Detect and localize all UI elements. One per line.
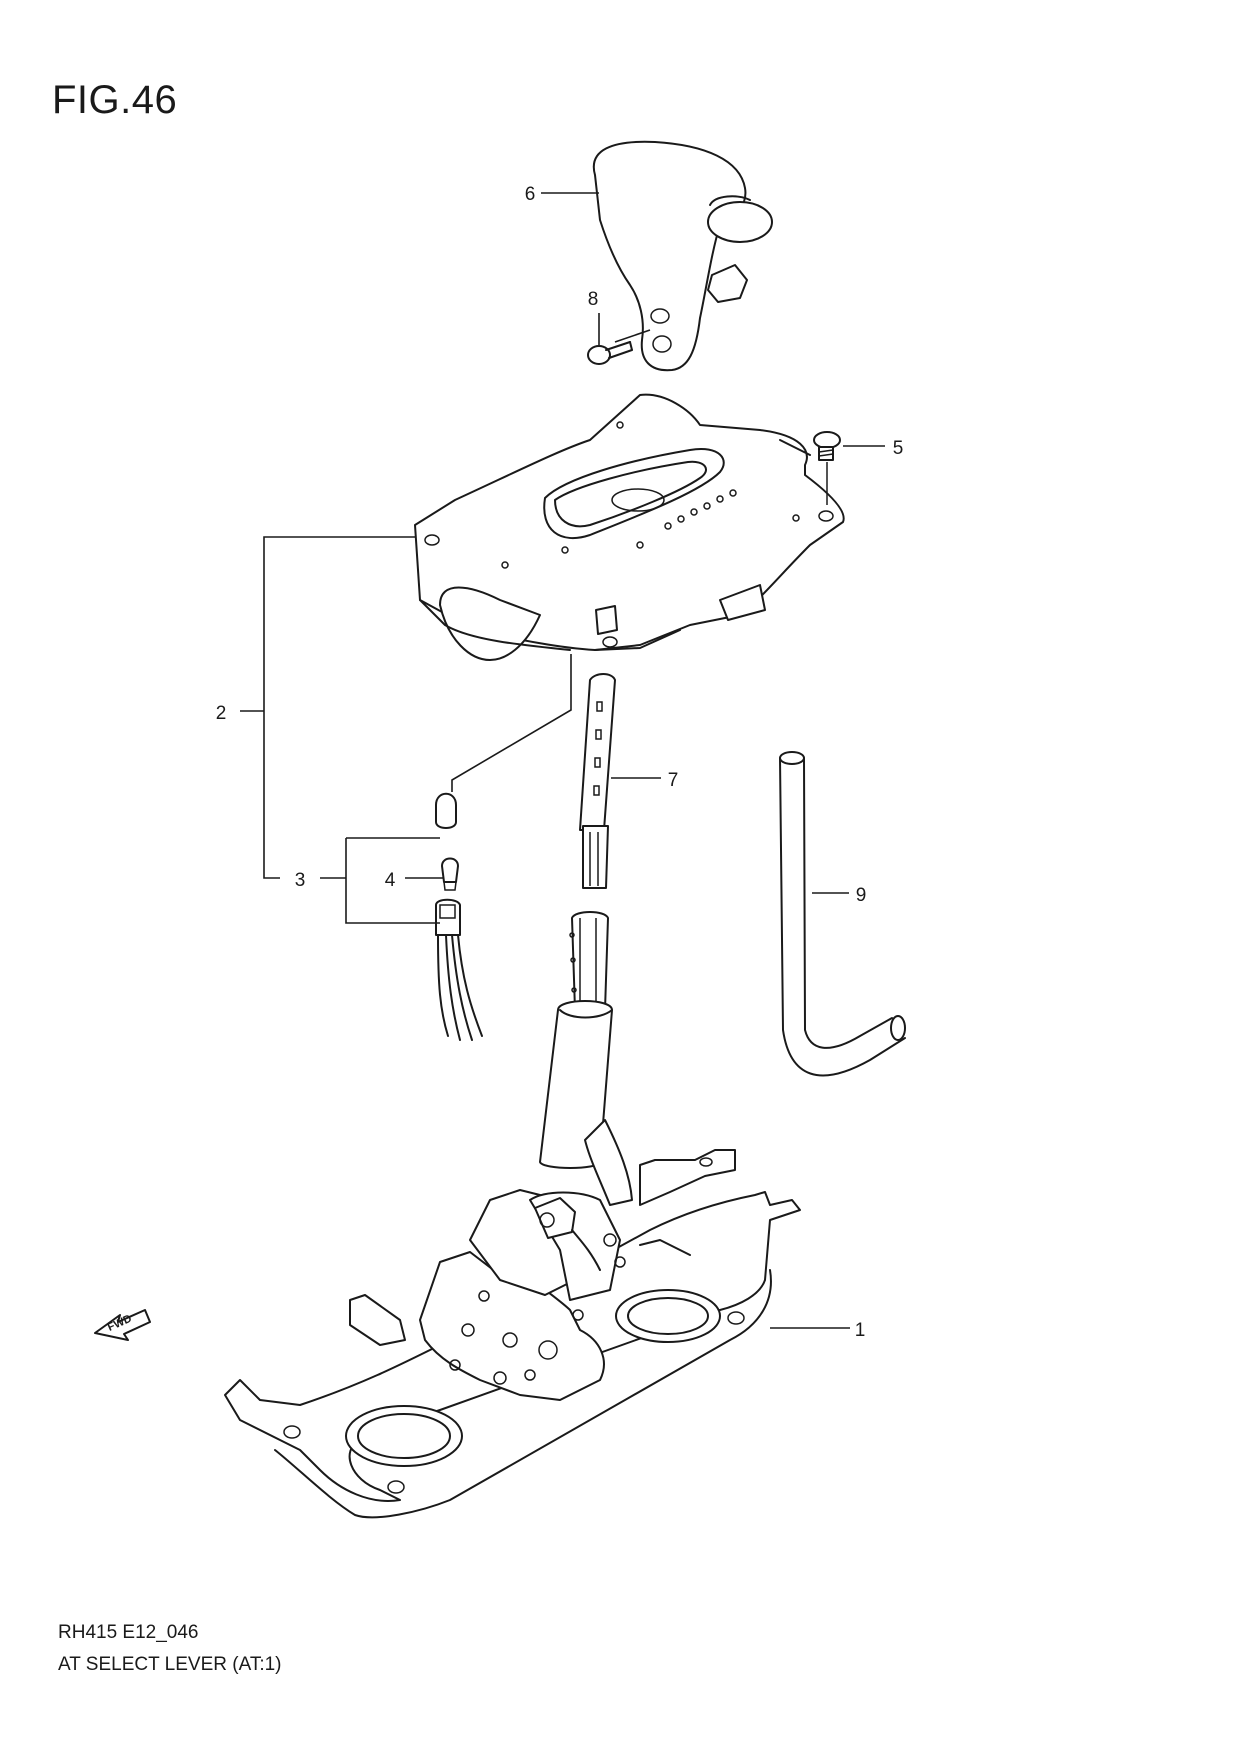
bulb-socket-assembly-part[interactable] [435, 898, 483, 1041]
callout-8: 8 [588, 289, 599, 310]
shift-knob-part[interactable] [592, 140, 773, 372]
figure-title: FIG.46 [52, 78, 178, 122]
callout-9: 9 [856, 885, 867, 906]
breather-hose-part[interactable] [779, 751, 906, 1077]
callout-7: 7 [668, 770, 679, 791]
lever-base-assembly-part[interactable] [224, 1149, 801, 1519]
callout-6: 6 [525, 184, 536, 205]
callout-5: 5 [893, 438, 904, 459]
fwd-arrow-icon: FWD [94, 1309, 151, 1341]
callout-3: 3 [295, 870, 306, 891]
bulb-cap-part[interactable] [435, 792, 457, 829]
knob-screw-part[interactable] [587, 341, 633, 365]
callout-2: 2 [216, 703, 227, 724]
indicator-dots [501, 421, 800, 569]
figure-code: RH415 E12_046 [58, 1622, 199, 1643]
callout-1: 1 [855, 1320, 866, 1341]
leader-lines [240, 192, 885, 1329]
lever-rod-part[interactable] [579, 673, 616, 889]
figure-caption: AT SELECT LEVER (AT:1) [58, 1654, 282, 1675]
indicator-housing-assembly-part[interactable] [414, 393, 845, 661]
callout-4: 4 [385, 870, 396, 891]
screw-part[interactable] [813, 431, 841, 505]
callout-labels: 6 8 5 2 7 3 4 9 1 [216, 184, 904, 1341]
lever-shaft-part[interactable] [539, 911, 633, 1206]
bulb-part[interactable] [441, 857, 459, 891]
